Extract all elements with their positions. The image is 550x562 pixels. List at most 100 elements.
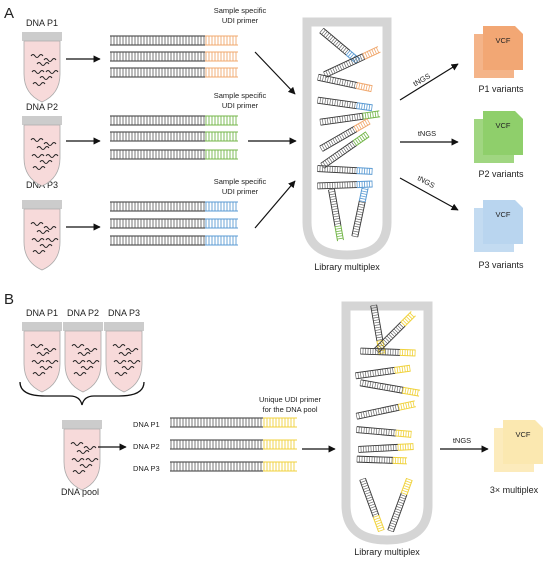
dna-fragment: [31, 70, 45, 74]
tube-icon: [22, 116, 62, 187]
pool-sample-label-p1: DNA P1: [26, 308, 58, 318]
tube-cap: [22, 116, 62, 125]
tube-icon: [104, 322, 144, 393]
vcf-label: VCF: [496, 210, 511, 219]
dna-strand-icon: [110, 149, 238, 160]
dna-fragment: [121, 366, 135, 370]
dna-fragment: [31, 238, 45, 242]
pool-sample-label-p3: DNA P3: [108, 308, 140, 318]
vcf-file-icon: VCF: [474, 200, 523, 252]
dna-fragment: [72, 470, 86, 474]
tube-icon: [22, 32, 62, 103]
dna-fragment: [76, 450, 90, 454]
primer-label-p1-line1: Sample specific: [214, 6, 267, 15]
panel-b: B DNA P1 DNA P2 DNA P3 DNA pool DNA P1 D…: [4, 291, 543, 557]
primer-label-p1-line2: UDI primer: [222, 16, 259, 25]
dna-fragment: [36, 62, 50, 66]
tube-cap: [22, 322, 62, 331]
primer-label-p3-line1: Sample specific: [214, 177, 267, 186]
tube-cap: [22, 32, 62, 41]
dna-fragment: [30, 138, 44, 142]
library-fragment: [317, 165, 373, 175]
dna-fragment: [85, 458, 99, 462]
arrow-icon: [254, 180, 296, 229]
library-fragment: [355, 400, 417, 420]
dna-fragment: [45, 238, 59, 242]
library-fragment: [359, 379, 421, 397]
library-fragment: [328, 188, 344, 242]
dna-fragment: [43, 58, 57, 62]
library-fragment: [320, 131, 370, 169]
dna-fragment: [30, 344, 44, 348]
library-fragment: [319, 27, 361, 65]
dna-fragment: [71, 344, 85, 348]
tube-cap: [63, 322, 103, 331]
dna-fragment: [114, 372, 128, 376]
library-tube-icon: [302, 17, 392, 260]
primer-label-p3-line2: UDI primer: [222, 187, 259, 196]
pool-row-label-p1: DNA P1: [133, 420, 160, 429]
output-caption-p2: P2 variants: [478, 169, 524, 179]
primer-label-p2-line2: UDI primer: [222, 101, 259, 110]
dna-strand-icon: [110, 131, 238, 142]
panel-a-letter: A: [4, 5, 14, 22]
library-fragment: [317, 180, 373, 190]
dna-fragment: [83, 446, 97, 450]
tngs-label-p3: tNGS: [416, 174, 436, 191]
dna-fragment: [43, 226, 57, 230]
dna-fragment: [70, 442, 84, 446]
dna-strand-icon: [110, 67, 238, 78]
dna-fragment: [39, 244, 53, 248]
library-label-b: Library multiplex: [354, 547, 420, 557]
arrow-icon: [399, 63, 459, 101]
dna-fragment: [127, 360, 141, 364]
vcf-label: VCF: [516, 430, 531, 439]
output-caption-b: 3× multiplex: [490, 485, 539, 495]
dna-fragment: [113, 360, 127, 364]
pool-sample-label-p2: DNA P2: [67, 308, 99, 318]
sample-label-p1: DNA P1: [26, 18, 58, 28]
library-fragment: [351, 186, 369, 238]
library-fragment: [359, 477, 385, 533]
library-fragment: [356, 426, 412, 438]
library-tube-icon: [341, 301, 433, 545]
library-fragment: [323, 46, 381, 78]
tube-body: [105, 330, 143, 393]
dna-fragment: [45, 360, 59, 364]
library-fragment: [374, 311, 416, 353]
dna-strand-icon: [110, 201, 238, 212]
tube-body: [23, 40, 61, 103]
primer-label-b-line2: for the DNA pool: [262, 405, 317, 414]
dna-fragment: [125, 348, 139, 352]
dna-strand-icon: [170, 417, 297, 428]
output-caption-p3: P3 variants: [478, 260, 524, 270]
tube-body: [64, 330, 102, 393]
dna-strand-icon: [110, 35, 238, 46]
tube-icon: [22, 322, 62, 393]
vcf-label: VCF: [496, 121, 511, 130]
tube-body: [23, 330, 61, 393]
dna-fragment: [39, 366, 53, 370]
tube-body: [23, 124, 61, 187]
dna-fragment: [72, 360, 86, 364]
dna-fragment: [36, 352, 50, 356]
library-fragment: [358, 443, 414, 453]
dna-strand-icon: [110, 235, 238, 246]
dna-fragment: [71, 458, 85, 462]
dna-fragment: [31, 154, 45, 158]
dna-fragment: [32, 250, 46, 254]
sample-label-p2: DNA P2: [26, 102, 58, 112]
dna-fragment: [43, 348, 57, 352]
pool-label: DNA pool: [61, 487, 99, 497]
dna-fragment: [32, 372, 46, 376]
tube-icon: [63, 322, 103, 393]
dna-strand-icon: [170, 461, 297, 472]
panel-b-letter: B: [4, 291, 14, 308]
dna-fragment: [45, 70, 59, 74]
vcf-file-icon: VCF: [474, 111, 523, 163]
dna-fragment: [30, 222, 44, 226]
panel-a: A DNA P1 DNA P2 DNA P3 Sample specific U…: [4, 5, 524, 272]
tube-cap: [104, 322, 144, 331]
dna-fragment: [80, 366, 94, 370]
tngs-label-p1: tNGS: [412, 71, 432, 88]
